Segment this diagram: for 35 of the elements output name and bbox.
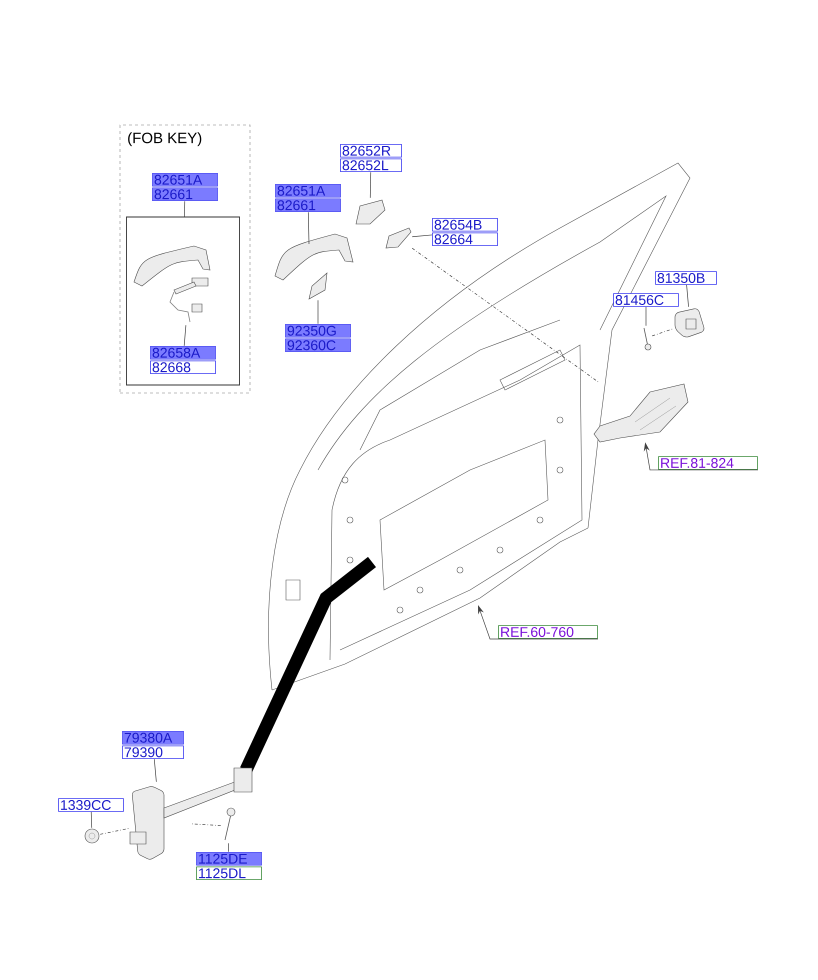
leader-line	[412, 234, 432, 238]
part-number-label: 82654B 82664	[432, 218, 498, 246]
part-number-label: 79380A 79390	[122, 731, 184, 759]
leader-line	[154, 758, 157, 782]
part-number-label: 82651A 82661	[152, 173, 218, 202]
part-number-label: 81456C	[612, 293, 680, 307]
leader-line	[308, 212, 310, 244]
part-number-label: 81350B	[654, 271, 718, 285]
kit-box	[126, 216, 240, 386]
assembly-line	[100, 828, 130, 835]
screw-drawing	[644, 328, 652, 350]
leader-line	[90, 812, 92, 828]
assembly-line	[412, 248, 598, 382]
reference-label: REF.60-760	[498, 625, 598, 639]
handle-cover-drawing	[386, 228, 412, 248]
sensor-harness-drawing	[170, 278, 208, 322]
part-number-label: 82658A 82668	[150, 346, 216, 374]
part-number-label: 92350G 92360C	[284, 324, 352, 352]
part-number-label: 82652R 82652L	[340, 144, 402, 172]
leader-line	[370, 172, 372, 198]
part-number-label: 82651A 82661	[274, 184, 342, 212]
door-latch-drawing	[594, 384, 688, 442]
leader-line	[228, 842, 229, 852]
reference-label: REF.81-824	[658, 456, 758, 470]
leader-line	[184, 324, 186, 346]
leader-line	[184, 200, 186, 217]
handle-cap-drawing	[356, 200, 386, 224]
nut-drawing	[84, 828, 100, 844]
assembly-line	[652, 328, 674, 336]
part-number-label: 1125DE 1125DL	[196, 852, 262, 880]
part-number-label: 1339CC	[58, 798, 124, 812]
assembly-line	[190, 824, 222, 826]
leader-line	[686, 284, 689, 308]
door-handle-drawing	[274, 234, 354, 280]
striker-drawing	[674, 308, 704, 338]
